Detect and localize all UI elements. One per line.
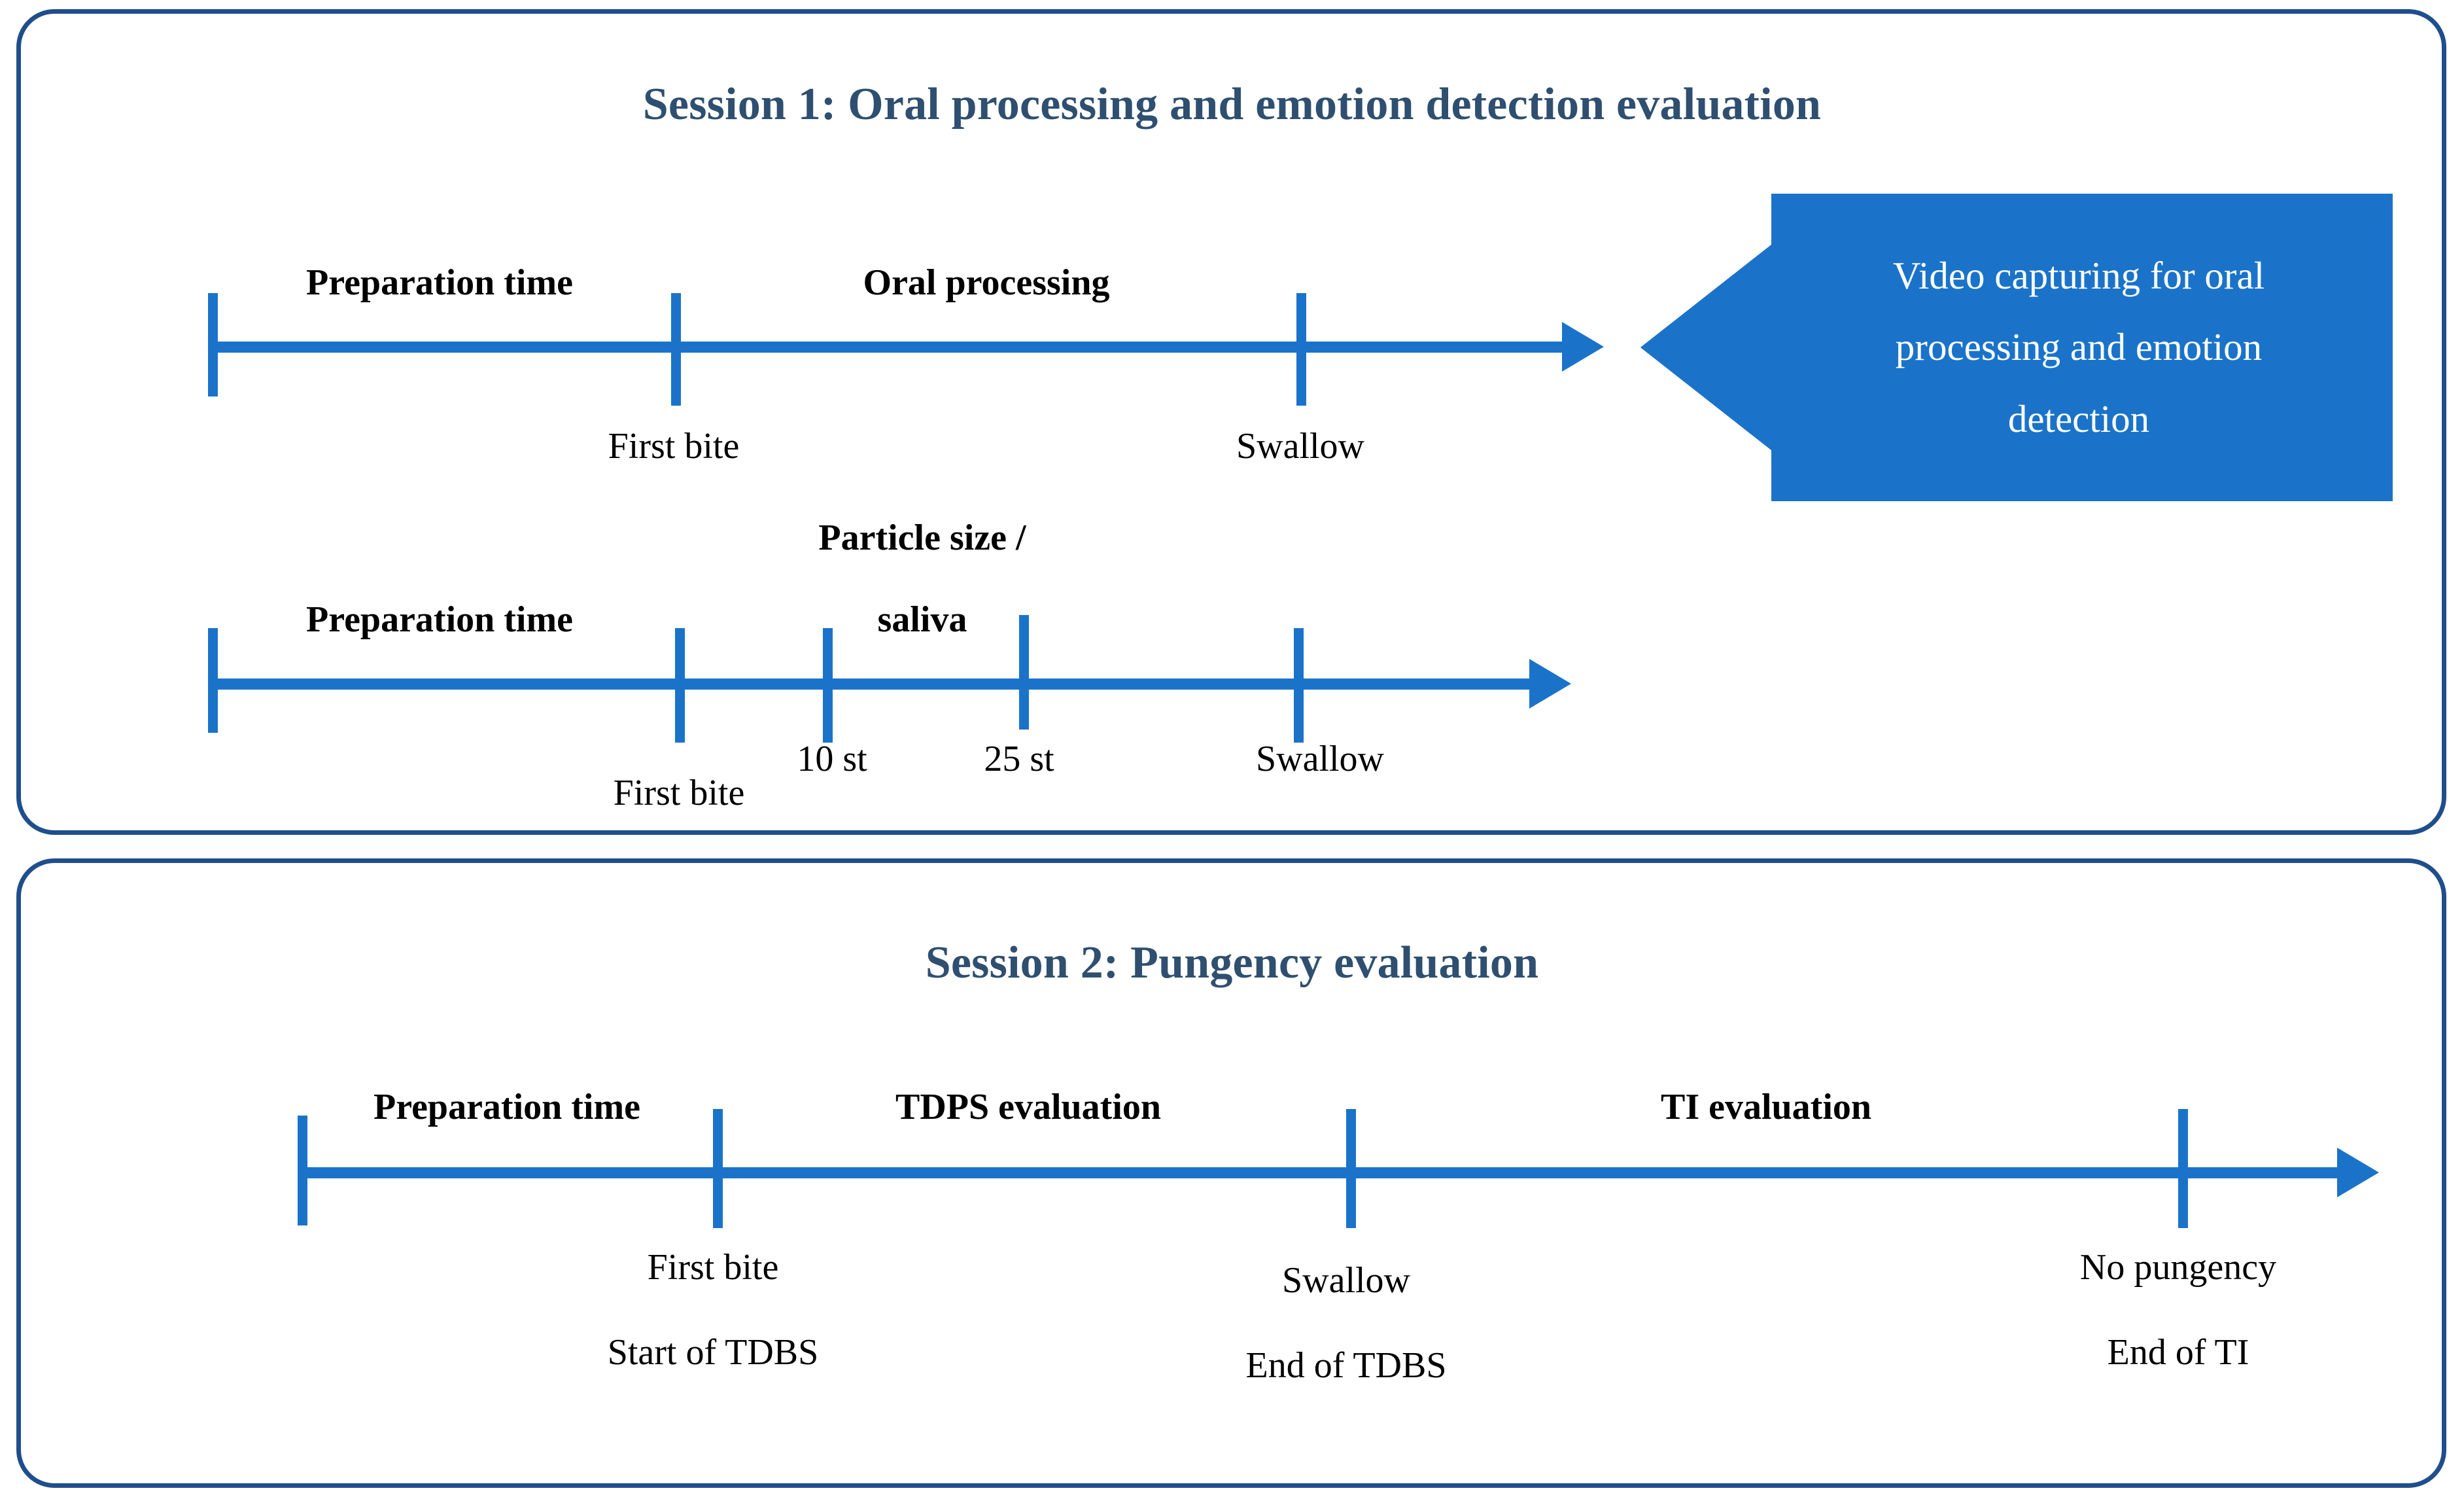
session-1-title: Session 1: Oral processing and emotion d… [642, 79, 1822, 130]
segment-label-saliva: saliva [877, 599, 967, 640]
point-label-first-bite-3: First bite [647, 1247, 779, 1288]
point-label-first-bite-2: First bite [613, 773, 745, 813]
segment-label-oral-processing: Oral processing [863, 262, 1110, 303]
point-label-no-pungency: No pungency [2079, 1247, 2277, 1288]
segment-label-preparation-time-1: Preparation time [306, 262, 573, 303]
segment-label-preparation-time-3: Preparation time [373, 1087, 640, 1127]
segment-label-tdps-evaluation: TDPS evaluation [895, 1087, 1162, 1127]
point-sublabel-end-of-tdbs: End of TDBS [1245, 1345, 1447, 1386]
session-2-title: Session 2: Pungency evaluation [925, 938, 1539, 988]
tick-first-bite-2 [675, 628, 685, 743]
tick-swallow-1 [1296, 293, 1306, 406]
tick-start-preparation-3 [298, 1116, 307, 1225]
timeline-particle-size-axis [208, 678, 1531, 690]
tick-first-bite-1 [671, 293, 681, 406]
tick-first-bite-3 [713, 1109, 723, 1228]
segment-label-particle-size: Particle size / [818, 518, 1026, 558]
callout-arrow-shape [1640, 194, 2393, 501]
tick-start-preparation-1 [208, 293, 218, 396]
segment-label-ti-evaluation: TI evaluation [1660, 1087, 1872, 1127]
segment-label-preparation-time-2: Preparation time [306, 599, 573, 640]
tick-start-preparation-2 [208, 628, 218, 733]
timeline-oral-processing-axis [208, 342, 1563, 353]
point-label-first-bite-1: First bite [608, 426, 740, 467]
point-label-swallow-1: Swallow [1236, 426, 1364, 467]
tick-10-strokes [823, 628, 833, 743]
timeline-oral-processing-arrowhead [1562, 322, 1604, 372]
video-capturing-callout: Video capturing for oral processing and … [1640, 194, 2393, 501]
tick-swallow-2 [1294, 628, 1304, 743]
point-label-swallow-3: Swallow [1282, 1260, 1410, 1301]
tick-no-pungency [2178, 1109, 2188, 1228]
point-label-10-st: 10 st [797, 739, 867, 779]
timeline-pungency-axis [298, 1167, 2338, 1178]
timeline-particle-size-arrowhead [1529, 659, 1571, 709]
point-label-25-st: 25 st [984, 739, 1054, 779]
timeline-pungency-arrowhead [2337, 1148, 2379, 1197]
tick-25-strokes [1019, 615, 1029, 730]
point-sublabel-end-of-ti: End of TI [2107, 1332, 2249, 1373]
point-label-swallow-2: Swallow [1256, 739, 1384, 779]
point-sublabel-start-of-tdbs: Start of TDBS [607, 1332, 819, 1373]
tick-swallow-3 [1346, 1109, 1356, 1228]
